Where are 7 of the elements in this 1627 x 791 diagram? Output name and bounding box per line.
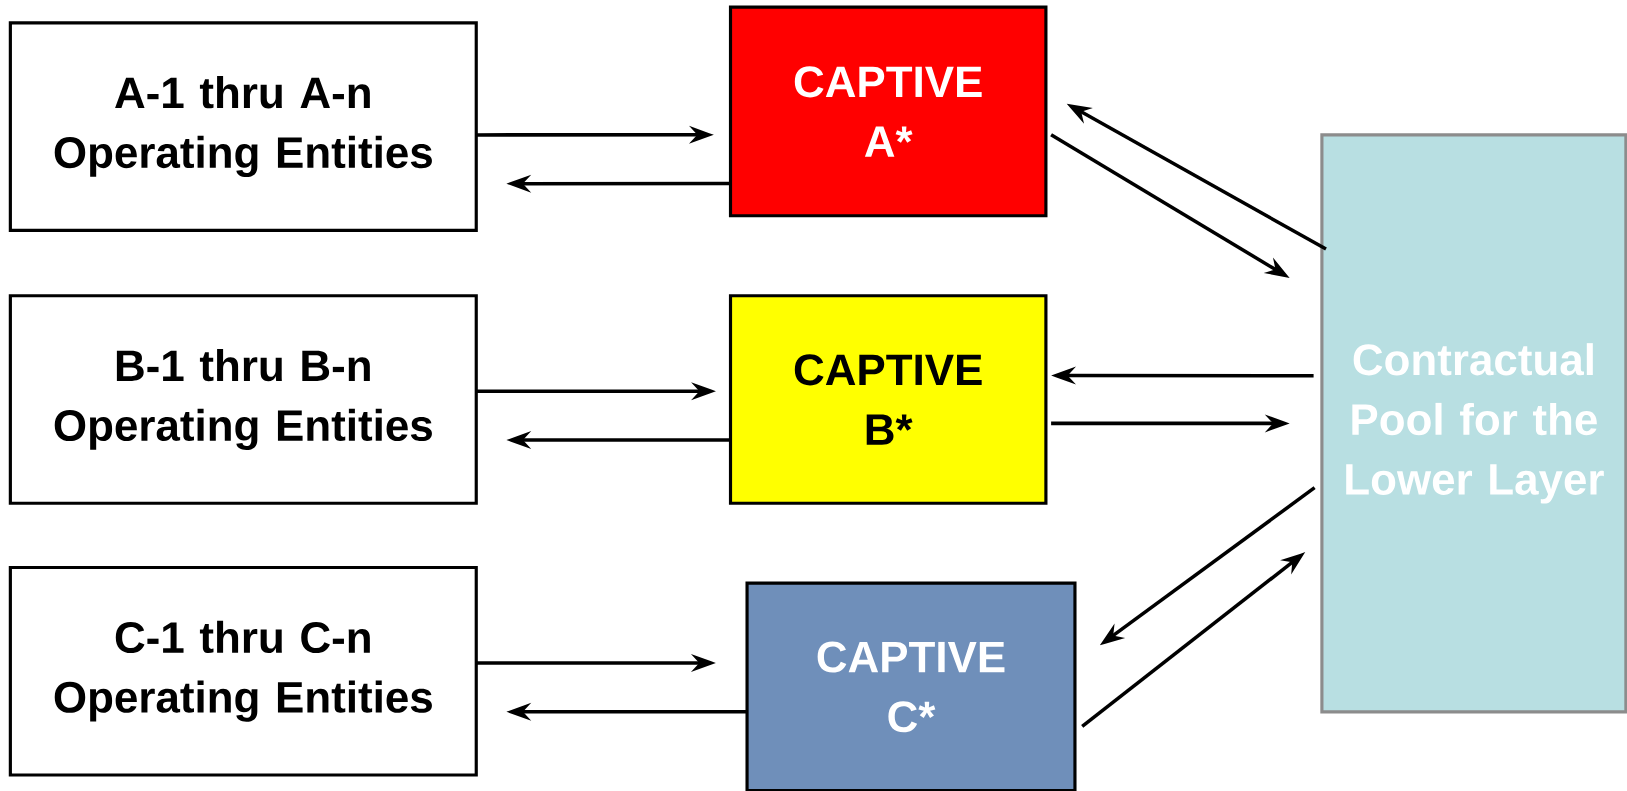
- captive-box: CAPTIVE B*: [728, 294, 1048, 505]
- pool-box: Contractual Pool for the Lower Layer: [1320, 133, 1627, 714]
- captive-box: CAPTIVE A*: [728, 5, 1048, 218]
- captive-box: CAPTIVE C*: [745, 581, 1077, 791]
- entity-box: C-1 thru C-n Operating Entities: [8, 565, 478, 777]
- entity-box: A-1 thru A-n Operating Entities: [8, 21, 478, 232]
- entity-box: B-1 thru B-n Operating Entities: [8, 294, 478, 505]
